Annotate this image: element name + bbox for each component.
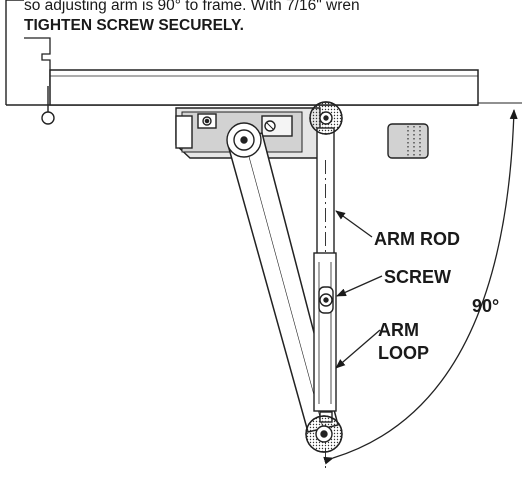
screw-label: SCREW: [384, 267, 451, 287]
top-pivot: [309, 101, 343, 135]
angle-arc: [323, 109, 518, 465]
bottom-pivot: [305, 415, 343, 453]
arm-label: ARM: [378, 320, 419, 340]
arm-loop: [313, 252, 337, 423]
angle-label: 90°: [472, 296, 499, 316]
arm-rod-label: ARM ROD: [374, 229, 460, 249]
arm-pivot: [226, 122, 262, 158]
instruction-line-2: TIGHTEN SCREW SECURELY.: [24, 17, 244, 34]
closer-body: [175, 107, 429, 159]
door-rail: [49, 69, 479, 106]
ring-icon: [41, 86, 55, 125]
callout-leaders: [335, 210, 383, 369]
adjusting-screw: [318, 286, 334, 314]
loop-label: LOOP: [378, 343, 429, 363]
frame-bracket: [24, 37, 51, 86]
instruction-line-1: so adjusting arm is 90° to frame. With 7…: [24, 0, 360, 14]
